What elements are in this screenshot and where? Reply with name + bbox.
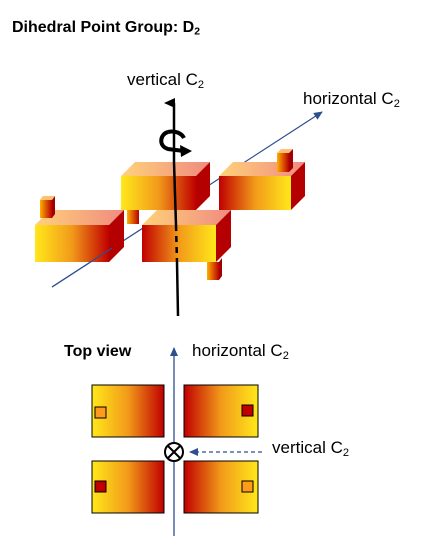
topview-block-lower-left xyxy=(91,460,165,514)
tab-back-right xyxy=(277,149,293,172)
tab-back-left xyxy=(127,210,139,224)
block-back-left xyxy=(121,162,210,224)
top-view-title: Top view xyxy=(64,343,132,360)
topview-block-lower-right xyxy=(183,460,259,514)
top-view-horizontal-c2-label: horizontal C2 xyxy=(192,341,289,362)
topview-block-upper-left xyxy=(91,384,165,438)
topview-tab-lower-right xyxy=(241,480,254,493)
rotation-arrow-icon xyxy=(159,129,192,157)
topview-tab-lower-left xyxy=(94,480,107,493)
block-back-right xyxy=(219,149,305,210)
topview-tab-upper-right xyxy=(241,404,254,417)
top-view-vertical-c2-label: vertical C2 xyxy=(272,438,350,459)
tab-front-right xyxy=(207,258,222,280)
tab-front-left xyxy=(40,196,55,218)
horizontal-c2-axis-front xyxy=(51,247,113,288)
circle-x-icon xyxy=(164,442,184,462)
topview-tab-upper-left xyxy=(94,406,107,419)
page-title: Dihedral Point Group: D2 xyxy=(12,19,200,38)
block-front-left xyxy=(35,196,124,262)
topview-block-upper-right xyxy=(183,384,259,438)
block-front-right xyxy=(142,210,231,280)
horizontal-c2-label: horizontal C2 xyxy=(303,89,400,110)
vertical-c2-label: vertical C2 xyxy=(127,70,205,91)
